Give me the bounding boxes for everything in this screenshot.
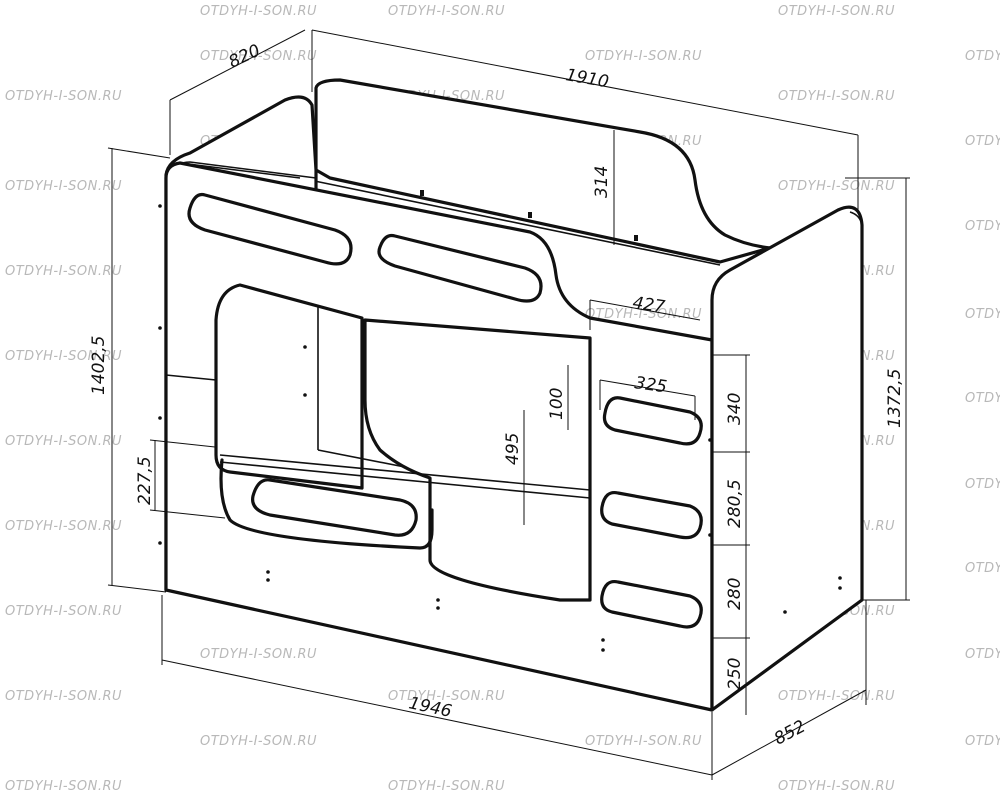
opening-left bbox=[214, 283, 364, 490]
watermark: OTDYH-I-SON.RU bbox=[585, 307, 702, 322]
watermark: OTDYH-I-SON.RU bbox=[965, 647, 1000, 662]
watermark: OTDYH-I-SON.RU bbox=[585, 734, 702, 749]
watermark: OTDYH-I-SON.RU bbox=[778, 89, 895, 104]
bracket-mark bbox=[634, 235, 638, 241]
watermark: OTDYH-I-SON.RU bbox=[778, 179, 895, 194]
watermark: OTDYH-I-SON.RU bbox=[778, 689, 895, 704]
watermark: OTDYH-I-SON.RU bbox=[965, 561, 1000, 576]
watermark: OTDYH-I-SON.RU bbox=[200, 647, 317, 662]
dim-label-total-height-left: 1402,5 bbox=[89, 336, 109, 395]
watermark: OTDYH-I-SON.RU bbox=[5, 519, 122, 534]
dim-label-depth-top: 820 bbox=[226, 41, 264, 73]
watermark: OTDYH-I-SON.RU bbox=[5, 264, 122, 279]
ladder-steps bbox=[600, 396, 703, 629]
watermark: OTDYH-I-SON.RU bbox=[5, 604, 122, 619]
dim-label-bottom-rail-height: 227,5 bbox=[135, 456, 155, 505]
dim-line bbox=[311, 29, 859, 136]
ladder-step bbox=[600, 579, 703, 629]
dim-label-ladder-width: 427 bbox=[631, 293, 666, 317]
bracket-mark bbox=[528, 212, 532, 218]
dim-label-total-height-right: 1372,5 bbox=[885, 369, 905, 428]
watermark: OTDYH-I-SON.RU bbox=[965, 49, 1000, 64]
watermark: OTDYH-I-SON.RU bbox=[5, 689, 122, 704]
watermark: OTDYH-I-SON.RU bbox=[778, 4, 895, 19]
dim-label-step-gap-mid: 280,5 bbox=[725, 479, 745, 528]
dim-label-depth-bottom: 852 bbox=[771, 717, 809, 750]
dim-label-length-top: 1910 bbox=[564, 65, 610, 92]
watermark: OTDYH-I-SON.RU bbox=[965, 477, 1000, 492]
bracket-mark bbox=[420, 190, 424, 196]
watermark: OTDYH-I-SON.RU bbox=[585, 49, 702, 64]
dim-label-lower-bed-clearance: 495 bbox=[503, 433, 523, 465]
lower-rail-slot bbox=[251, 478, 418, 537]
dim-label-headboard-rise: 314 bbox=[592, 166, 612, 198]
watermark: OTDYH-I-SON.RU bbox=[5, 779, 122, 794]
back-headboard bbox=[294, 78, 772, 266]
right-end-panel bbox=[710, 205, 864, 712]
watermark: OTDYH-I-SON.RU bbox=[200, 49, 317, 64]
ladder-step bbox=[600, 490, 703, 540]
watermark: OTDYH-I-SON.RU bbox=[965, 219, 1000, 234]
dimension-lines bbox=[107, 29, 910, 780]
dim-label-step-gap-low: 280 bbox=[725, 578, 745, 610]
watermark: OTDYH-I-SON.RU bbox=[778, 779, 895, 794]
watermark: OTDYH-I-SON.RU bbox=[965, 307, 1000, 322]
watermark: OTDYH-I-SON.RU bbox=[5, 434, 122, 449]
watermark: OTDYH-I-SON.RU bbox=[388, 689, 505, 704]
rail-slot bbox=[187, 192, 353, 266]
watermark: OTDYH-I-SON.RU bbox=[388, 779, 505, 794]
dim-label-step-width: 325 bbox=[633, 373, 668, 397]
watermark: OTDYH-I-SON.RU bbox=[200, 734, 317, 749]
watermark: OTDYH-I-SON.RU bbox=[388, 4, 505, 19]
rail-slot bbox=[377, 233, 543, 303]
watermark: OTDYH-I-SON.RU bbox=[965, 734, 1000, 749]
dim-label-step-base: 250 bbox=[725, 658, 745, 690]
watermark: OTDYH-I-SON.RU bbox=[5, 89, 122, 104]
arch-opening bbox=[363, 318, 592, 602]
ladder-step bbox=[602, 396, 703, 446]
watermark: OTDYH-I-SON.RU bbox=[200, 4, 317, 19]
dim-label-arch-offset: 100 bbox=[547, 388, 567, 420]
watermark: OTDYH-I-SON.RU bbox=[965, 391, 1000, 406]
watermark: OTDYH-I-SON.RU bbox=[5, 179, 122, 194]
watermark: OTDYH-I-SON.RU bbox=[5, 349, 122, 364]
front-panel bbox=[158, 161, 714, 712]
watermark: OTDYH-I-SON.RU bbox=[965, 134, 1000, 149]
dim-label-step-gap-top: 340 bbox=[725, 393, 745, 425]
